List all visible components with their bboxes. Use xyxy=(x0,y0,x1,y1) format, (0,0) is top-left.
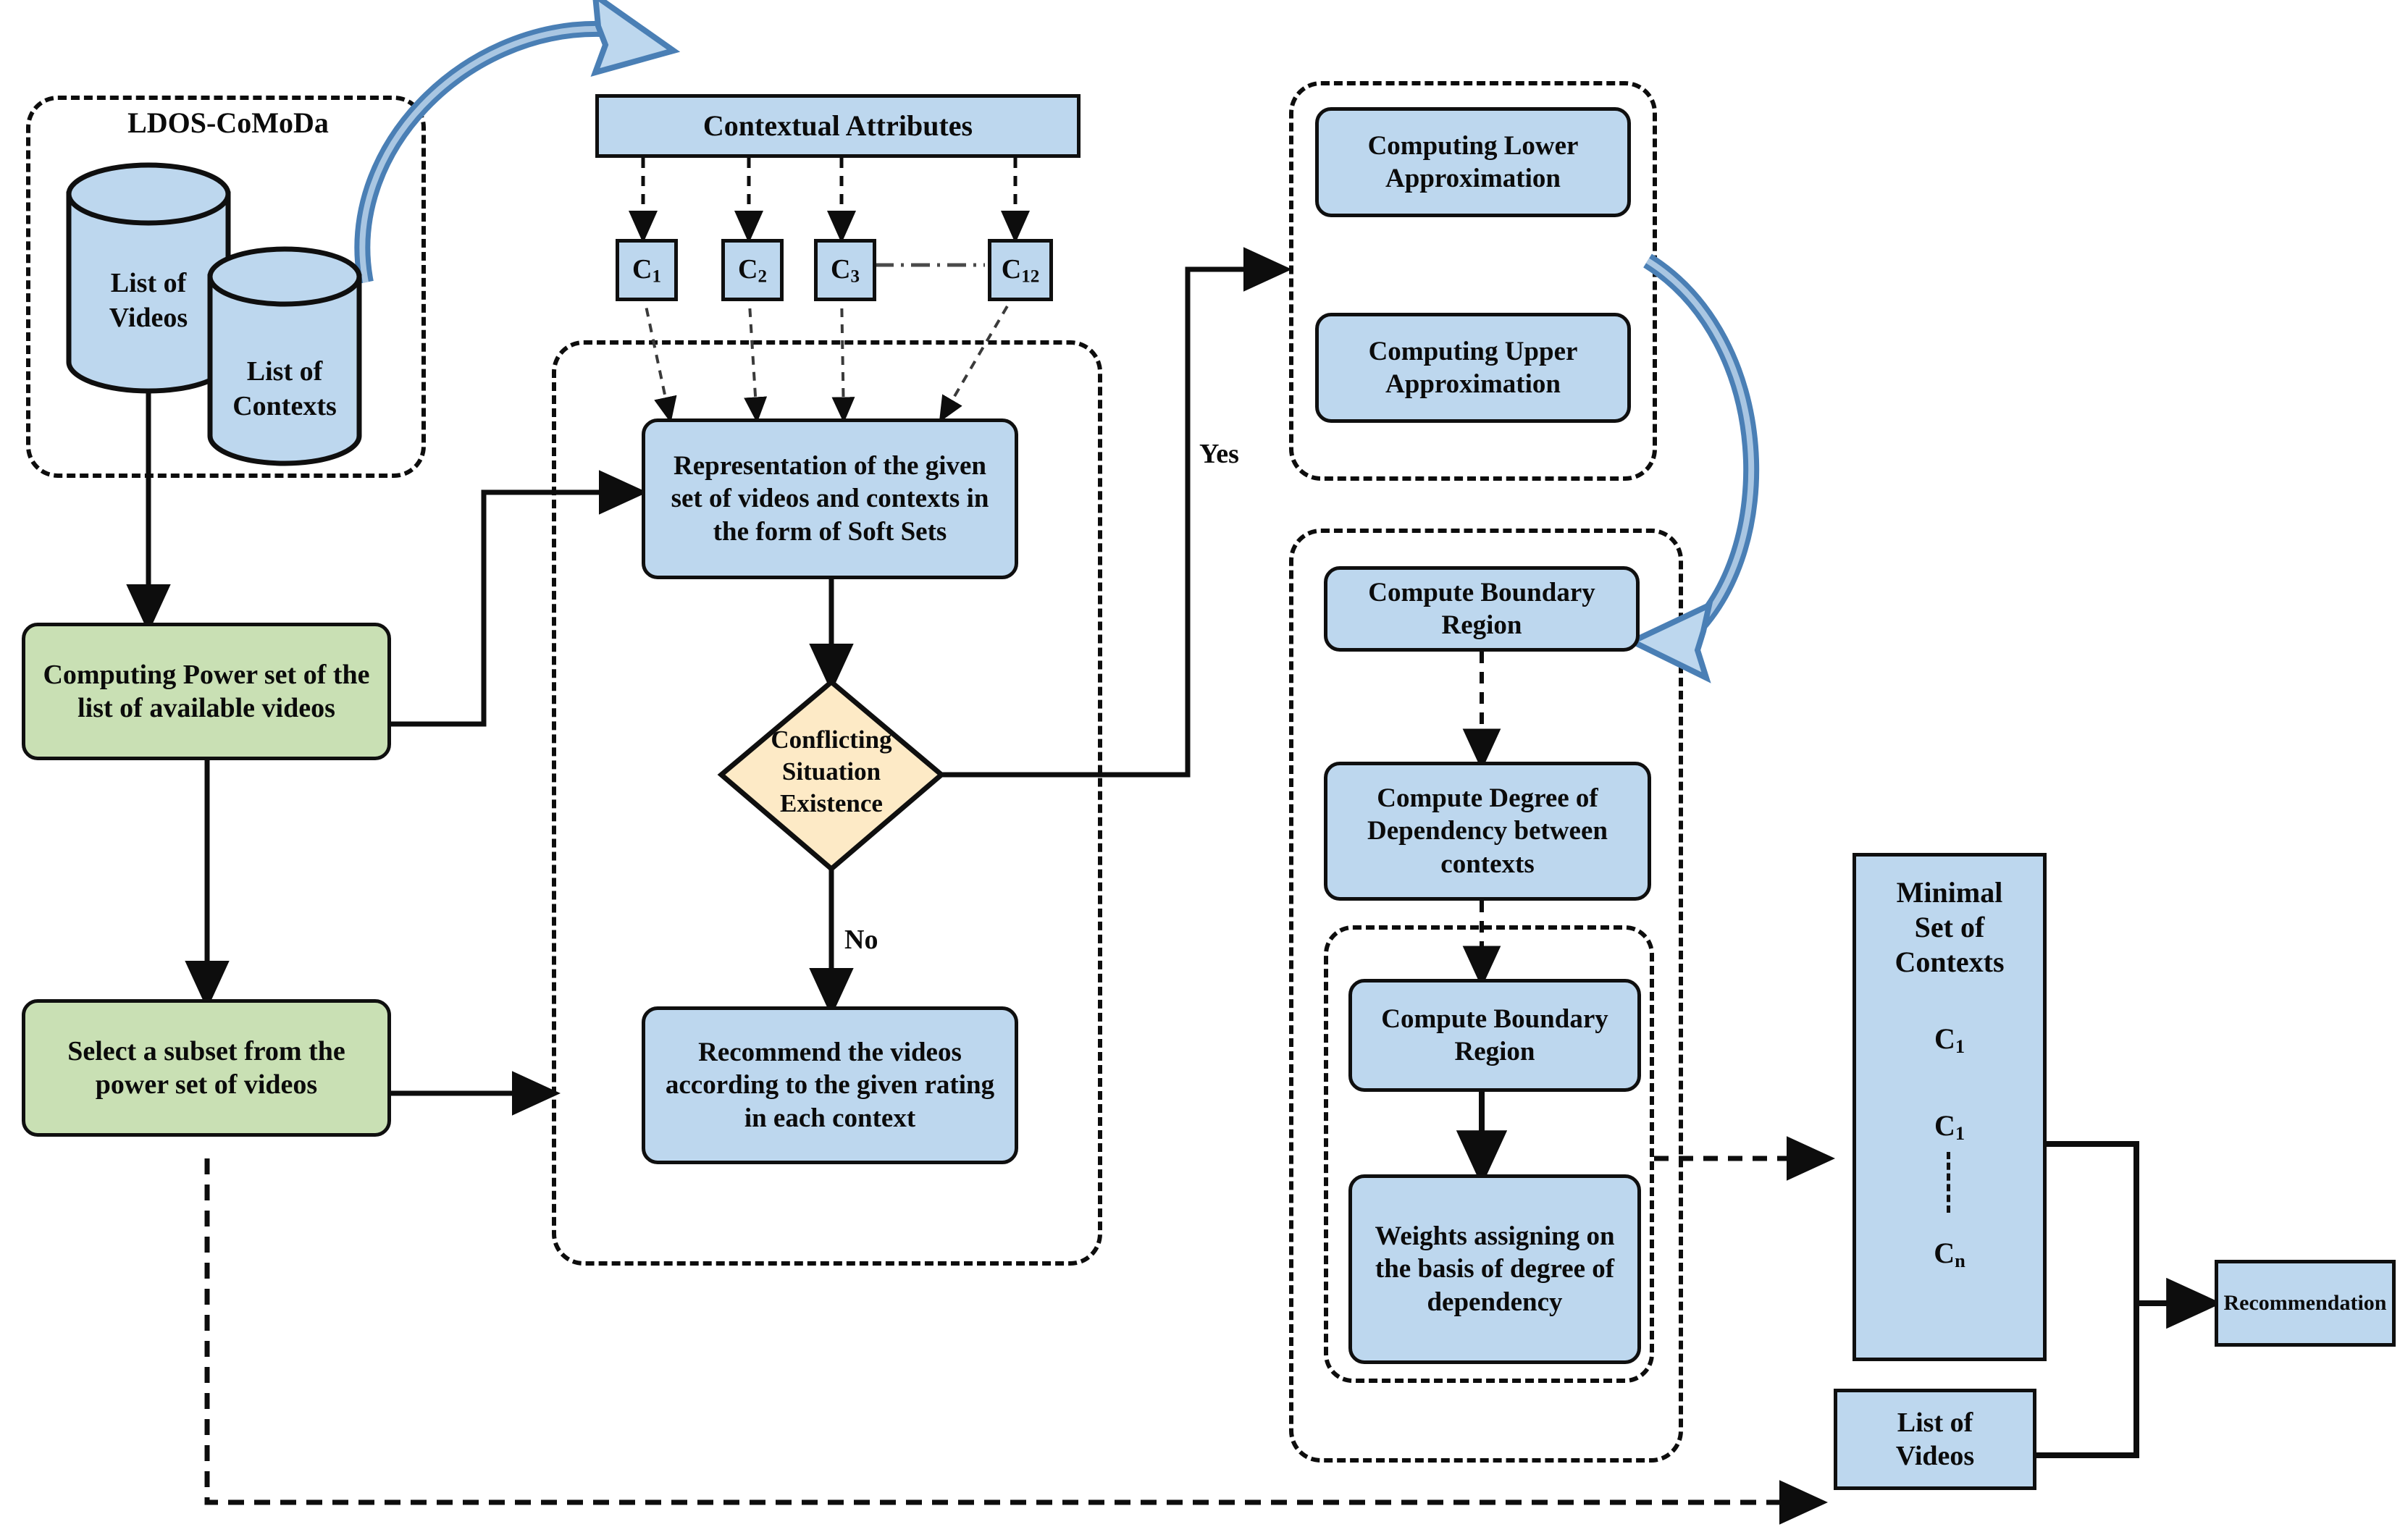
minimal-set-ellipsis xyxy=(1946,1151,1953,1213)
node-minimal-set-of-contexts[interactable]: Minimal Set of Contexts C1 C1 Cn xyxy=(1853,853,2047,1361)
decision-diamond-label: Conflicting Situation Existence xyxy=(739,724,924,820)
edge-label-yes: Yes xyxy=(1199,439,1239,469)
node-contextual-attributes[interactable]: Contextual Attributes xyxy=(595,94,1081,158)
context-c2-text: C2 xyxy=(738,253,767,287)
context-c2-sub: 2 xyxy=(758,266,767,287)
node-select-subset[interactable]: Select a subset from the power set of vi… xyxy=(22,999,391,1137)
node-computing-power-set[interactable]: Computing Power set of the list of avail… xyxy=(22,623,391,760)
node-representation-soft-sets[interactable]: Representation of the given set of video… xyxy=(642,418,1018,579)
context-box-c3[interactable]: C3 xyxy=(814,239,876,301)
context-box-c2[interactable]: C2 xyxy=(721,239,784,301)
minimal-set-item-2: C1 xyxy=(1934,1108,1965,1144)
group-dataset xyxy=(26,96,426,478)
minimal-set-item-n: Cn xyxy=(1934,1236,1965,1271)
decision-text: Conflicting Situation Existence xyxy=(771,725,892,818)
cylinder-label-list-of-videos: List of Videos xyxy=(80,266,217,335)
context-c1-sub: 1 xyxy=(652,266,661,287)
context-c3-sub: 3 xyxy=(850,266,860,287)
context-c12-text: C12 xyxy=(1001,253,1040,287)
minimal-set-item-1: C1 xyxy=(1934,1022,1965,1057)
node-list-of-videos-output[interactable]: List of Videos xyxy=(1834,1389,2036,1490)
node-weights-assigning[interactable]: Weights assigning on the basis of degree… xyxy=(1348,1174,1641,1364)
node-computing-upper-approximation[interactable]: Computing Upper Approximation xyxy=(1315,313,1631,423)
node-recommend-videos[interactable]: Recommend the videos according to the gi… xyxy=(642,1006,1018,1164)
list-of-contexts-line2: Contexts xyxy=(232,390,337,421)
minimal-set-title-line1: Minimal xyxy=(1896,876,2003,909)
group-label-dataset: LDOS-CoMoDa xyxy=(127,106,329,139)
node-recommendation[interactable]: Recommendation xyxy=(2215,1260,2396,1347)
minimal-set-item-2-sub: 1 xyxy=(1955,1122,1965,1144)
minimal-set-item-n-sub: n xyxy=(1955,1249,1965,1271)
edge-label-no: No xyxy=(844,925,878,955)
list-of-videos-output-line2: Videos xyxy=(1895,1441,1975,1471)
node-compute-degree-dependency[interactable]: Compute Degree of Dependency between con… xyxy=(1324,762,1651,901)
list-of-contexts-line1: List of xyxy=(246,356,323,387)
minimal-set-item-1-sub: 1 xyxy=(1955,1035,1965,1057)
context-c1-text: C1 xyxy=(632,253,661,287)
node-compute-boundary-region-2[interactable]: Compute Boundary Region xyxy=(1348,979,1641,1092)
minimal-set-title-line3: Contexts xyxy=(1895,946,2005,978)
list-of-videos-output-line1: List of xyxy=(1897,1407,1973,1438)
cylinder-label-list-of-contexts: List of Contexts xyxy=(210,355,359,424)
minimal-set-title-line2: Set of xyxy=(1914,911,1985,943)
minimal-set-title: Minimal Set of Contexts xyxy=(1895,875,2004,980)
context-box-c12[interactable]: C12 xyxy=(988,239,1053,301)
node-computing-lower-approximation[interactable]: Computing Lower Approximation xyxy=(1315,107,1631,217)
list-of-videos-line1: List of xyxy=(110,268,187,298)
list-of-videos-line2: Videos xyxy=(109,302,188,333)
context-c12-sub: 12 xyxy=(1021,266,1040,287)
context-box-c1[interactable]: C1 xyxy=(616,239,678,301)
context-c3-text: C3 xyxy=(831,253,860,287)
node-compute-boundary-region-1[interactable]: Compute Boundary Region xyxy=(1324,566,1640,652)
